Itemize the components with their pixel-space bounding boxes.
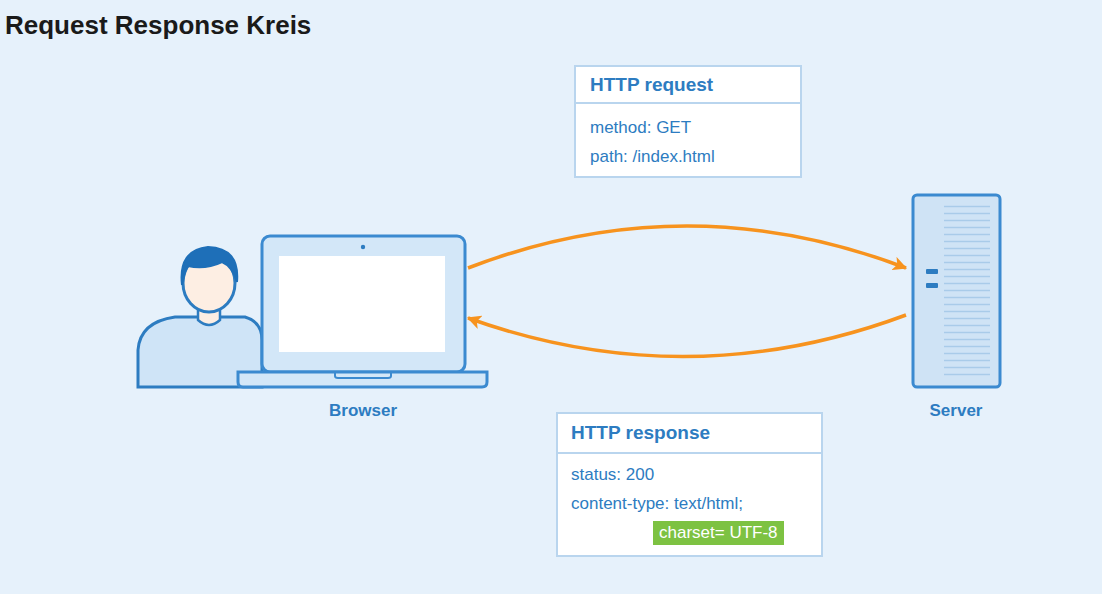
box-row: charset= UTF-8 [571, 518, 821, 547]
box-heading: HTTP request [576, 67, 800, 104]
field-text: path: /index.html [590, 147, 715, 166]
laptop-notch [335, 372, 391, 378]
field-text: status: 200 [571, 465, 654, 484]
flow-arrow [468, 315, 906, 357]
user-hair [182, 247, 238, 285]
user-figure [138, 247, 262, 387]
box-row: path: /index.html [590, 142, 800, 171]
server-vents [944, 204, 990, 379]
server-icon [913, 195, 1000, 387]
box-row: method: GET [590, 113, 800, 142]
laptop-lid [262, 236, 465, 372]
box-heading: HTTP response [558, 414, 821, 454]
endpoint-icon: Browser [258, 236, 468, 426]
box-row: content-type: text/html; [571, 489, 821, 518]
flow-arrow [468, 226, 906, 268]
server-light [926, 269, 938, 274]
endpoint-icon: Server [906, 195, 1006, 426]
endpoint-label: Browser [258, 400, 468, 422]
box-body: status: 200 content-type: text/html; chars… [558, 454, 821, 547]
laptop-base [238, 372, 487, 387]
endpoint-label: Server [906, 400, 1006, 422]
message-box: HTTP response status: 200 content-type: te… [556, 412, 823, 557]
laptop-icon [238, 236, 487, 387]
laptop-screen [279, 256, 445, 352]
highlight-text: charset= UTF-8 [653, 521, 784, 545]
laptop-camera [361, 245, 365, 249]
server-case [913, 195, 1000, 387]
box-row: status: 200 [571, 460, 821, 489]
server-light [926, 283, 938, 288]
field-text: method: GET [590, 118, 691, 137]
field-text: content-type: text/html; [571, 494, 743, 513]
diagram-title: Request Response Kreis [5, 10, 311, 41]
box-body: method: GET path: /index.html [576, 104, 800, 171]
message-box: HTTP request method: GET path: /index.html [574, 65, 802, 178]
